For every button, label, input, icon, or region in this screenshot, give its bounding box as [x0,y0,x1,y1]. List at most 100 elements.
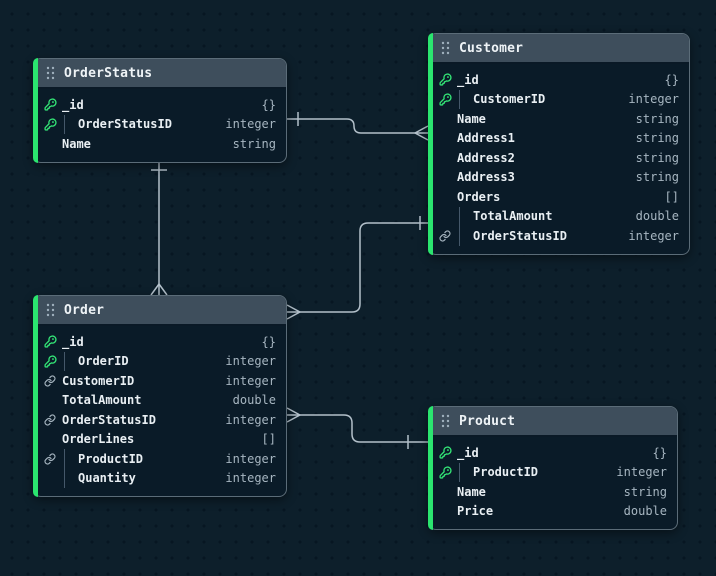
field-type: integer [616,465,667,480]
field-row-orderid[interactable]: OrderID integer [34,351,286,371]
grip-vertical-icon[interactable] [46,303,55,317]
field-type: integer [628,92,679,107]
field-row-_id[interactable]: _id {} [429,443,677,463]
crow-foot-many [414,125,429,141]
field-type: double [623,504,667,519]
field-type: string [635,150,679,165]
table-header[interactable]: OrderStatus [34,59,286,89]
field-row-_id[interactable]: _id {} [34,95,286,115]
field-row-orderstatusid[interactable]: OrderStatusID integer [34,114,286,134]
grip-vertical-icon[interactable] [441,414,450,428]
table-header[interactable]: Order [34,296,286,326]
field-row-_id[interactable]: _id {} [429,70,689,90]
key-icon [439,446,457,459]
field-name: Price [457,504,494,519]
field-type: [] [261,432,276,447]
table-title: OrderStatus [64,65,153,81]
field-type: integer [225,354,276,369]
indent-guide [459,226,470,246]
field-type: string [635,111,679,126]
field-row-address3[interactable]: Address3 string [429,168,689,188]
crow-foot-many [150,283,168,296]
link-icon [44,453,62,465]
table-header[interactable]: Customer [429,34,689,64]
field-name: Address3 [457,170,515,185]
field-name: _id [457,72,479,87]
field-name: TotalAmount [473,209,553,224]
table-header[interactable]: Product [429,407,677,437]
field-type: {} [261,97,276,112]
indent-guide [64,114,75,134]
field-name: OrderLines [62,432,135,447]
field-name: CustomerID [473,92,546,107]
field-name: _id [62,97,84,112]
field-type: integer [225,451,276,466]
field-name: CustomerID [62,373,135,388]
indent-guide [64,351,75,371]
crow-foot-many [286,304,301,320]
field-name: _id [457,445,479,460]
field-name: ProductID [78,451,144,466]
field-name: Address1 [457,131,515,146]
field-row-price[interactable]: Price double [429,502,677,522]
field-type: integer [225,471,276,486]
field-type: string [635,170,679,185]
field-type: double [232,393,276,408]
edge-line [287,222,428,313]
field-name: OrderStatusID [62,412,156,427]
key-icon [44,98,62,111]
grip-vertical-icon[interactable] [46,66,55,80]
field-row-orders[interactable]: Orders[] [429,187,689,207]
field-type: {} [652,445,667,460]
field-row-orderstatusid[interactable]: OrderStatusID integer [429,226,689,246]
field-row-productid[interactable]: ProductID integer [34,449,286,469]
key-icon [439,93,457,106]
field-row-name[interactable]: Name string [429,482,677,502]
field-name: Orders [457,189,501,204]
field-type: integer [225,117,276,132]
key-icon [44,118,62,131]
field-type: string [623,484,667,499]
field-name: _id [62,334,84,349]
indent-guide [459,89,470,109]
indent-guide [459,206,470,226]
field-row-orderlines[interactable]: OrderLines [] [34,430,286,450]
field-type: {} [664,72,679,87]
relationship-orderstatus-to-customer [287,112,429,141]
key-icon [44,355,62,368]
field-row-customerid[interactable]: CustomerID integer [429,89,689,109]
indent-guide [64,468,75,488]
field-name: Name [457,484,486,499]
crow-foot-many [286,407,301,423]
field-name: Name [62,136,91,151]
field-type: integer [628,228,679,243]
table-accent-stripe [33,295,38,497]
key-icon [439,466,457,479]
field-row-_id[interactable]: _id{} [34,332,286,352]
indent-guide [459,462,470,482]
field-name: OrderID [78,354,129,369]
field-name: OrderStatusID [473,228,567,243]
edge-line [287,118,428,134]
table-accent-stripe [33,58,38,163]
grip-vertical-icon[interactable] [441,41,450,55]
field-name: OrderStatusID [78,117,172,132]
